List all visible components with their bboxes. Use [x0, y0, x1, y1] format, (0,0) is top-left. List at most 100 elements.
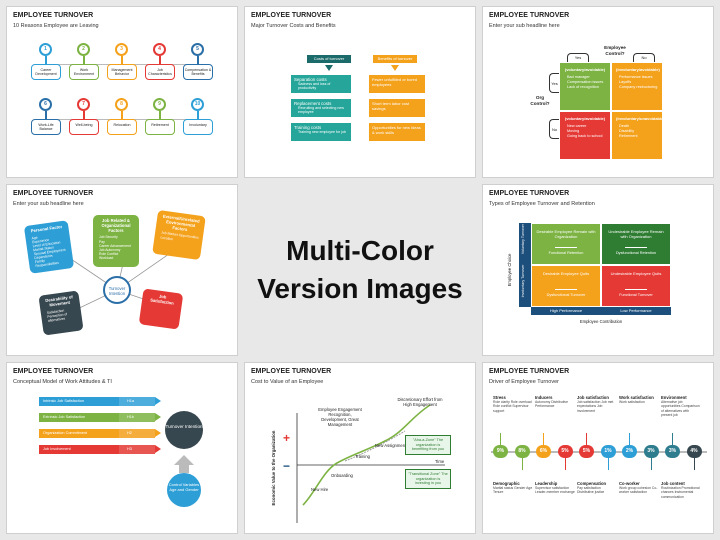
- slide-title: EMPLOYEE TURNOVER: [13, 12, 94, 19]
- slide-drivers[interactable]: EMPLOYEE TURNOVER Driver of Employee Tur…: [482, 362, 714, 534]
- row-label-text: Voluntary Turnover: [521, 223, 525, 255]
- hypothesis-tag: H1a: [119, 397, 155, 406]
- arrow-right-icon: [155, 413, 161, 421]
- slide-subtitle: Driver of Employee Turnover: [489, 379, 559, 385]
- quadrant-item: New career: [567, 124, 587, 128]
- driver-text: Work group cohesion Co-worker satisfacti…: [619, 486, 658, 495]
- reason-number-badge: 4: [153, 43, 166, 56]
- quadrant-item: Performance issues: [619, 75, 653, 79]
- reason-pin-stem: [121, 56, 123, 64]
- cell-main: Desirable Employee Quits: [542, 271, 590, 276]
- reason-box: Career Development: [31, 64, 61, 80]
- y-axis-label: Employee Choice: [507, 253, 512, 287]
- slide-cost-to-value[interactable]: EMPLOYEE TURNOVER Cost to Value of an Em…: [244, 362, 476, 534]
- quadrant-item: Compensation issues: [567, 80, 604, 85]
- quadrant-item: Disability: [619, 129, 635, 134]
- slide-title: EMPLOYEE TURNOVER: [13, 368, 94, 375]
- driver-heading: Co-worker: [619, 481, 640, 486]
- cell-main: Undesirable Employee Remain with Organiz…: [608, 229, 664, 239]
- slide-subtitle: 10 Reasons Employee are Leaving: [13, 23, 99, 29]
- costs-header: Costs of turnover: [307, 55, 351, 63]
- quadrant-item: Retirement: [619, 134, 638, 139]
- arrow-shaft: [179, 465, 189, 473]
- model-row: Organization Commitment: [39, 429, 119, 438]
- driver-heading: Work satisfaction: [619, 395, 654, 400]
- multi-color-heading: Multi-Color Version Images: [240, 232, 480, 308]
- row-label-text: Involuntary Turnover: [521, 264, 525, 298]
- driver-heading: Job content: [661, 481, 685, 486]
- reason-number-badge: 3: [115, 43, 128, 56]
- driver-text: Work satisfaction: [619, 400, 645, 404]
- percentage-pill: 4%: [686, 445, 702, 458]
- slide-conceptual-model[interactable]: EMPLOYEE TURNOVER Conceptual Model of Wo…: [6, 362, 238, 534]
- arrow-right-icon: [155, 397, 161, 405]
- driver-text: Job satisfaction Job met expectations Jo…: [577, 400, 614, 413]
- reason-number-badge: 9: [153, 98, 166, 111]
- quadrant-heading: (involuntary/unavoidable): [616, 116, 665, 121]
- transitional-zone-box: "Transitional Zone" The organization is …: [405, 469, 451, 489]
- factor-item: Workload: [99, 255, 114, 260]
- percentage-pill: 3%: [643, 445, 659, 458]
- reason-pin-stem: [121, 111, 123, 119]
- retention-cell: Undesirable Employee Remain with Organiz…: [601, 223, 671, 265]
- benefit-item: Short term labor cost savings: [369, 99, 425, 117]
- retention-cell: Desirable Employee Remain with Organizat…: [531, 223, 601, 265]
- hypothesis-tag: H1b: [119, 413, 155, 422]
- column-labels: High Performance Low Performance: [531, 307, 671, 315]
- engagement-label: Employee Engagement Recognition, Develop…: [318, 407, 362, 428]
- slide-title: EMPLOYEE TURNOVER: [489, 12, 570, 19]
- factor-item: Job Security: [99, 235, 118, 240]
- arrow-up-icon: [174, 455, 194, 465]
- slide-title: EMPLOYEE TURNOVER: [251, 368, 332, 375]
- reason-pin-stem: [45, 56, 47, 64]
- slide-subtitle: Cost to Value of an Employee: [251, 379, 324, 385]
- slide-retention-matrix[interactable]: EMPLOYEE TURNOVER Types of Employee Turn…: [482, 184, 714, 356]
- reason-box: Management Behavior: [107, 64, 137, 80]
- factor-item: Role Conflict: [99, 251, 119, 256]
- slide-turnover-intention[interactable]: EMPLOYEE TURNOVER Enter your sub headlin…: [6, 184, 238, 356]
- pill-stem: [693, 458, 695, 470]
- cell-sub: Dysfunctional Retention: [615, 251, 657, 255]
- turnover-intention-circle: Turnover Intention: [103, 276, 131, 304]
- pill-stem: [564, 458, 566, 470]
- employee-control-label: Employee Control?: [604, 45, 626, 56]
- quadrant-heading: (involuntary/avoidable): [616, 67, 660, 72]
- driver-text: Autonomy Distributive Performance: [535, 400, 568, 409]
- new-assignment-label: New Assignment: [375, 443, 407, 448]
- pill-stem: [672, 433, 673, 445]
- cost-item-detail: Sadness and loss of productivity: [298, 82, 331, 91]
- slide-subtitle: Enter your sub headline here: [13, 201, 84, 207]
- heading-line-1: Multi-Color: [286, 235, 434, 266]
- driver-heading: Compensation: [577, 481, 607, 486]
- slide-subtitle: Conceptual Model of Work Attitudes & TI: [13, 379, 112, 385]
- reason-pin-stem: [197, 111, 199, 119]
- discretionary-label: Discretionary Effort from High Engagemen…: [397, 397, 443, 408]
- cost-item-title: Separation costs: [294, 77, 327, 82]
- factor-heading: Job Satisfaction: [149, 293, 175, 306]
- slide-costs-benefits[interactable]: EMPLOYEE TURNOVER Major Turnover Costs a…: [244, 6, 476, 178]
- quadrant-heading: (voluntary/avoidable): [564, 67, 606, 72]
- slide-title: EMPLOYEE TURNOVER: [251, 12, 332, 19]
- minus-sign: −: [283, 459, 291, 473]
- slide-control-matrix[interactable]: EMPLOYEE TURNOVER Enter your sub headlin…: [482, 6, 714, 178]
- plus-sign: +: [283, 431, 291, 445]
- reason-box: Relocation: [107, 119, 137, 135]
- quadrant-item: Bad manager: [567, 75, 590, 79]
- driver-heading: Job satisfaction: [577, 395, 609, 400]
- reason-box: Compensation & Benefits: [183, 64, 213, 80]
- slide-subtitle: Major Turnover Costs and Benefits: [251, 23, 336, 29]
- factor-item: Career Advancement: [99, 243, 131, 248]
- slide-10-reasons[interactable]: EMPLOYEE TURNOVER 10 Reasons Employee ar…: [6, 6, 238, 178]
- reason-number-badge: 1: [39, 43, 52, 56]
- cost-item-detail: Recruiting and selecting new employee: [298, 106, 344, 115]
- reason-number-badge: 10: [191, 98, 204, 111]
- time-label: Time: [435, 459, 445, 464]
